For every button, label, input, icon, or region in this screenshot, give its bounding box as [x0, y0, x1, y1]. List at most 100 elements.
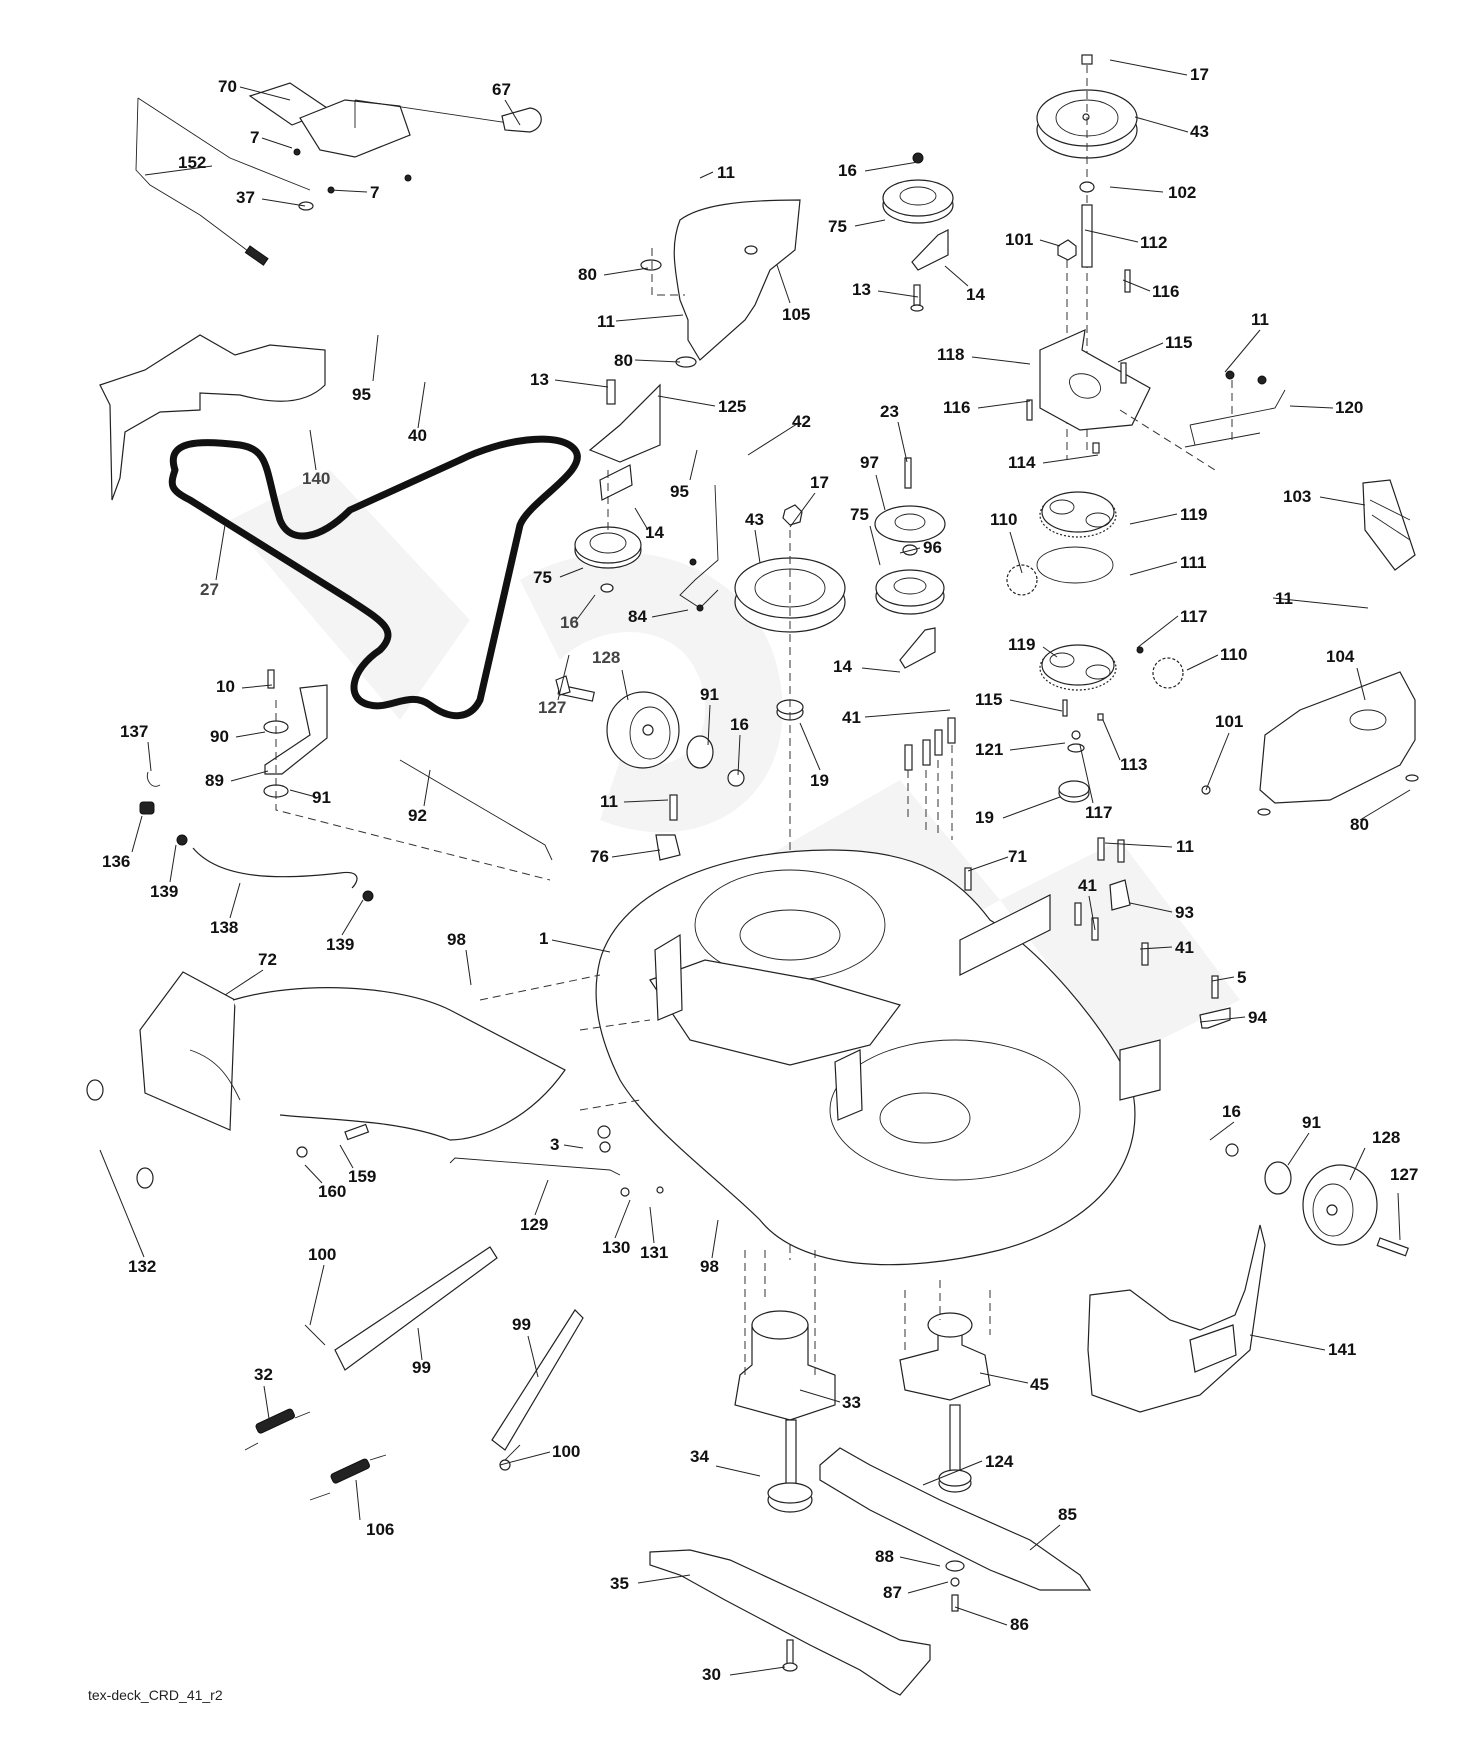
leader-line-40 [417, 381, 426, 429]
part-callout-104: 104 [1326, 647, 1355, 666]
leader-line-17 [789, 492, 816, 528]
part-callout-136: 136 [102, 852, 130, 871]
leader-line-72 [224, 969, 264, 996]
part-callout-11: 11 [597, 312, 615, 331]
springs [244, 1408, 387, 1501]
leader-line-139 [169, 844, 177, 883]
leader-line-110 [1186, 654, 1219, 671]
part-callout-119: 119 [1180, 505, 1207, 524]
part-callout-110: 110 [990, 510, 1017, 529]
part-callout-100: 100 [308, 1245, 336, 1264]
part-callout-3: 3 [550, 1135, 559, 1154]
part-callout-41: 41 [842, 708, 861, 727]
idler-bracket-125 [588, 379, 661, 501]
leader-line-125 [657, 395, 716, 407]
leader-line-104 [1356, 667, 1366, 701]
part-callout-16: 16 [560, 613, 579, 632]
leader-line-93 [1129, 902, 1173, 913]
leader-line-43 [754, 529, 761, 564]
leader-line-42 [747, 421, 801, 456]
leader-line-16 [574, 594, 596, 623]
leader-line-13 [877, 290, 919, 298]
part-callout-116: 116 [1152, 282, 1179, 301]
part-callout-67: 67 [492, 80, 511, 99]
spindle-housing-33 [734, 1250, 836, 1421]
part-callout-92: 92 [408, 806, 427, 825]
part-callout-115: 115 [1165, 333, 1192, 352]
leader-line-127 [557, 654, 570, 701]
leader-line-13 [554, 379, 609, 388]
leader-line-32 [263, 1385, 271, 1426]
bolt-cluster-41 [904, 717, 956, 840]
mower-blade-35 [649, 1549, 931, 1696]
part-callout-152: 152 [178, 153, 206, 172]
deck-cable-152 [135, 97, 314, 266]
gauge-wheel-left [555, 675, 745, 787]
leader-line-110 [1009, 531, 1023, 574]
part-callout-140: 140 [302, 469, 330, 488]
leader-line-75 [559, 567, 584, 578]
leader-line-27 [215, 524, 226, 581]
leader-line-70 [239, 86, 291, 101]
rod-129 [449, 1125, 664, 1197]
leader-line-152 [144, 165, 213, 176]
part-callout-125: 125 [718, 397, 746, 416]
part-callout-98: 98 [447, 930, 466, 949]
leader-line-92 [423, 769, 431, 807]
part-callout-70: 70 [218, 77, 237, 96]
leader-line-11 [699, 171, 714, 179]
part-callout-11: 11 [1176, 837, 1194, 856]
part-callout-16: 16 [838, 161, 857, 180]
part-callout-160: 160 [318, 1182, 346, 1201]
part-callout-115: 115 [975, 690, 1002, 709]
part-callout-121: 121 [975, 740, 1003, 759]
part-callout-94: 94 [1248, 1008, 1267, 1027]
belt-guard-140 [99, 334, 326, 501]
leader-line-119 [1129, 513, 1178, 525]
part-callout-118: 118 [937, 345, 964, 364]
leader-line-95 [372, 334, 379, 382]
leader-line-116 [1122, 279, 1151, 292]
leader-line-19 [1002, 796, 1061, 819]
leader-line-88 [899, 1556, 941, 1567]
leader-line-16 [864, 161, 919, 172]
leader-line-99 [527, 1335, 539, 1378]
part-callout-84: 84 [628, 607, 647, 626]
part-callout-120: 120 [1335, 398, 1363, 417]
leader-line-128 [621, 669, 629, 701]
leader-line-67 [504, 99, 521, 126]
leader-line-105 [776, 264, 791, 304]
leader-line-137 [147, 741, 152, 772]
part-callout-11: 11 [1275, 589, 1293, 608]
bracket-76 [655, 794, 681, 861]
leader-line-103 [1319, 496, 1366, 506]
leader-line-97 [875, 474, 886, 511]
leader-line-37 [261, 198, 306, 207]
leader-line-41 [1088, 895, 1096, 931]
part-callout-130: 130 [602, 1238, 630, 1257]
leader-line-11 [1272, 597, 1369, 609]
leader-line-130 [614, 1199, 631, 1239]
link-rod-92 [399, 759, 553, 861]
support-arms-99 [304, 1246, 584, 1471]
leader-line-71 [967, 856, 1009, 872]
part-callout-114: 114 [1008, 453, 1036, 472]
leader-line-11 [623, 799, 669, 803]
part-callout-80: 80 [614, 351, 633, 370]
leader-line-159 [339, 1144, 354, 1169]
part-callout-131: 131 [640, 1243, 668, 1262]
part-callout-119: 119 [1008, 635, 1035, 654]
leader-line-131 [649, 1206, 655, 1244]
part-callout-132: 132 [128, 1257, 156, 1276]
leader-line-96 [899, 547, 921, 554]
leader-line-112 [1084, 229, 1139, 243]
part-callout-33: 33 [842, 1393, 861, 1412]
part-callout-32: 32 [254, 1365, 273, 1384]
part-callout-43: 43 [1190, 122, 1209, 141]
part-callout-139: 139 [150, 882, 178, 901]
spindle-housing-45 [899, 1280, 991, 1401]
part-callout-13: 13 [530, 370, 549, 389]
part-callout-7: 7 [370, 183, 379, 202]
leader-line-10 [241, 684, 273, 689]
